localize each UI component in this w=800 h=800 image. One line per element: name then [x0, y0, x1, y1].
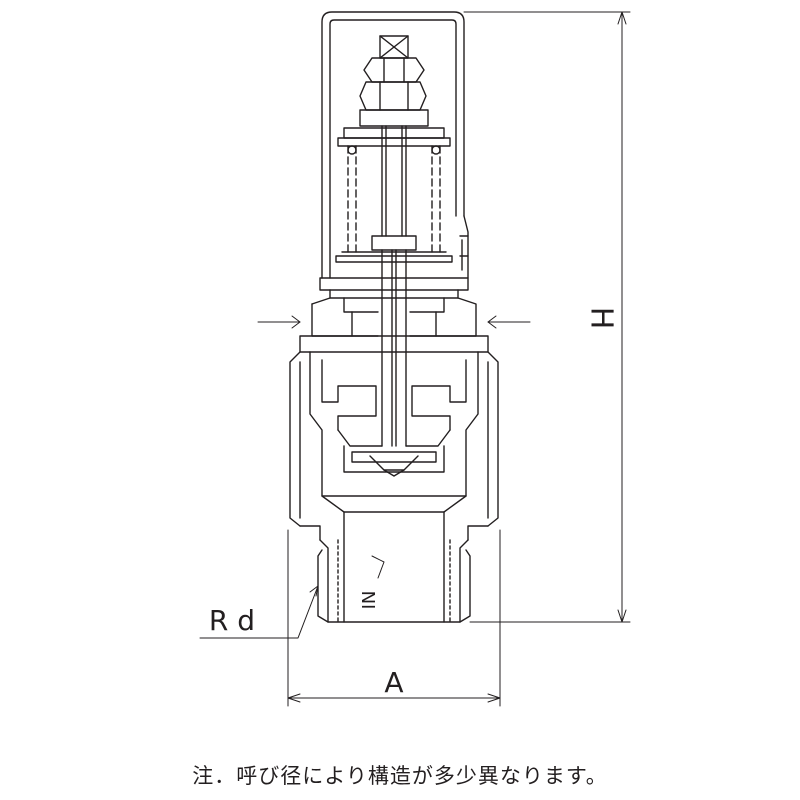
- footnote: 注．呼び径により構造が多少異なります。: [192, 764, 608, 788]
- leader-rd: [199, 585, 319, 639]
- spring: [347, 145, 441, 253]
- upper-body: [299, 277, 489, 353]
- stem: [371, 125, 417, 447]
- thread-label: R d: [209, 604, 255, 637]
- dimension-a: [287, 529, 501, 707]
- valve-seat: [321, 359, 467, 477]
- spring-retainer: [337, 127, 451, 147]
- spring-ends: [335, 145, 453, 263]
- width-label: A: [384, 666, 403, 699]
- valve-body: [289, 351, 499, 541]
- inlet-label: IN: [359, 591, 380, 610]
- inlet-arrow: [371, 555, 385, 579]
- inlet-pipe: [317, 511, 471, 623]
- ground-marks: [257, 315, 531, 329]
- bonnet-cap: [321, 11, 469, 279]
- dimension-h: [463, 11, 631, 623]
- adjusting-screw-head: [359, 35, 429, 127]
- height-label: H: [584, 307, 619, 330]
